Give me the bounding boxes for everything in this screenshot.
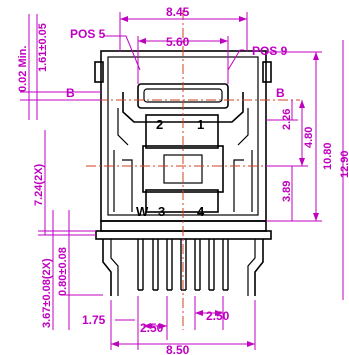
pin-1-label: 1	[197, 117, 204, 132]
right-guide	[237, 108, 249, 146]
dim-left-lower-a: 3.67±0.08(2X)	[41, 258, 53, 328]
dim-bottom-d: 8.50	[166, 343, 190, 355]
dimension-labels: 8.45 5.60 0.02 Min. 1.61±0.05 7.24(2X) 3…	[17, 5, 349, 355]
left-guide	[117, 108, 129, 146]
pin-2-label: 2	[156, 117, 163, 132]
dim-slot-width: 5.60	[166, 35, 190, 49]
dim-right-e: 12.90	[339, 150, 349, 178]
dim-bottom-c: 2.50	[206, 309, 230, 323]
pin-4-label: 4	[197, 204, 205, 219]
centerlines	[62, 10, 300, 330]
section-b-left: B	[66, 86, 75, 100]
side-ribs	[113, 150, 253, 212]
pin-window-bottom	[145, 189, 219, 213]
dim-left-mid: 7.24(2X)	[33, 163, 45, 206]
pin-window-top	[145, 114, 219, 149]
dim-bottom-a: 1.75	[82, 313, 106, 327]
dim-right-d: 10.80	[322, 142, 334, 170]
left-latch	[94, 61, 104, 83]
signal-pins	[137, 239, 229, 291]
dim-bottom-b: 2.50	[140, 321, 164, 335]
pos-5-label: POS 5	[70, 27, 106, 41]
right-mount-leg	[254, 239, 264, 296]
right-mount-leg-inner	[247, 239, 256, 296]
left-mount-leg	[102, 239, 112, 296]
dim-right-b: 4.80	[303, 127, 315, 148]
pos-9-label: POS 9	[252, 44, 288, 58]
dim-right-c: 3.89	[281, 181, 293, 202]
part-labels: POS 5 POS 9 B B 2 1 W 3 4	[66, 27, 288, 219]
dim-right-a: 2.26	[281, 109, 293, 130]
inner-ribs	[122, 159, 244, 212]
dim-left-tol: 1.61±0.05	[37, 23, 49, 72]
pin-3-label: 3	[158, 204, 165, 219]
dim-left-lower-b: 0.80±0.08	[57, 247, 69, 296]
dim-width-top: 8.45	[166, 5, 190, 19]
section-b-right: B	[276, 86, 285, 100]
dimension-arrows	[111, 16, 319, 347]
dimension-lines	[20, 12, 344, 350]
left-mount-leg-inner	[110, 239, 119, 296]
right-latch	[262, 61, 272, 83]
pin-w-label: W	[136, 204, 149, 219]
dim-left-min: 0.02 Min.	[17, 46, 29, 92]
